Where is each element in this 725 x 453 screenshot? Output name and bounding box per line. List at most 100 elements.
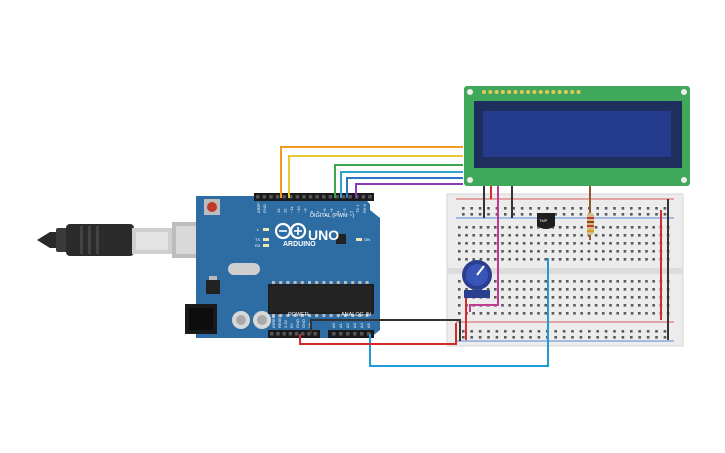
wire-light-blue[interactable] bbox=[369, 258, 549, 367]
pin-hole[interactable] bbox=[275, 195, 280, 199]
pin-hole[interactable] bbox=[294, 332, 299, 336]
pin-hole[interactable] bbox=[288, 332, 293, 336]
analog-pin-label: A5 bbox=[366, 322, 371, 328]
reset-label: RESET bbox=[277, 314, 282, 328]
wire-magenta[interactable] bbox=[469, 186, 499, 312]
analog-pin-label: A1 bbox=[338, 322, 343, 328]
wire-black-gnd[interactable] bbox=[310, 319, 461, 341]
wires bbox=[280, 146, 669, 367]
lcd-pin[interactable] bbox=[519, 90, 524, 94]
pin-hole[interactable] bbox=[289, 195, 293, 199]
pin-hole[interactable] bbox=[353, 332, 357, 336]
power-pin-holes bbox=[270, 332, 317, 336]
vin-label: Vin bbox=[307, 322, 312, 328]
board-name-label: UNO bbox=[308, 227, 339, 243]
pin-hole[interactable] bbox=[262, 195, 267, 199]
lcd-pin[interactable] bbox=[551, 90, 556, 94]
lcd-pin[interactable] bbox=[500, 90, 505, 94]
tx-label: TX bbox=[255, 237, 260, 242]
mount-hole bbox=[681, 177, 687, 183]
usb-cable[interactable] bbox=[37, 222, 208, 258]
pin-hole[interactable] bbox=[282, 195, 286, 199]
wire-yellow[interactable] bbox=[288, 155, 463, 198]
digital-header bbox=[254, 193, 374, 201]
digital-pin-label: RX 0 bbox=[362, 203, 367, 213]
digital-pin-label: 7 bbox=[316, 210, 321, 213]
wire-green[interactable] bbox=[334, 164, 463, 198]
lcd-pin[interactable] bbox=[545, 90, 549, 94]
pin-hole[interactable] bbox=[339, 332, 343, 336]
wire-red-power[interactable] bbox=[299, 323, 457, 345]
pin-hole[interactable] bbox=[270, 332, 274, 336]
power-label: POWER bbox=[288, 312, 309, 318]
tmp-sensor[interactable]: TMP bbox=[537, 213, 555, 229]
pin-hole[interactable] bbox=[302, 195, 306, 199]
digital-pin-label: 4 bbox=[335, 210, 340, 213]
pin-hole[interactable] bbox=[348, 195, 352, 199]
pin-hole[interactable] bbox=[368, 195, 372, 199]
gnd-label-2: GND bbox=[301, 319, 306, 328]
pin-hole[interactable] bbox=[269, 195, 273, 199]
pin-hole[interactable] bbox=[295, 195, 300, 199]
lcd-pin[interactable] bbox=[570, 90, 575, 94]
lcd-pin[interactable] bbox=[538, 90, 543, 94]
pin-hole[interactable] bbox=[341, 195, 346, 199]
lcd-pin[interactable] bbox=[563, 90, 568, 94]
lcd-pin[interactable] bbox=[494, 90, 499, 94]
mount-hole bbox=[681, 89, 687, 95]
pin-hole[interactable] bbox=[332, 332, 336, 336]
lcd-pin[interactable] bbox=[482, 90, 486, 94]
lcd-pin[interactable] bbox=[532, 90, 537, 94]
analog-pin-holes bbox=[332, 332, 371, 336]
analog-header bbox=[328, 330, 374, 338]
digital-pin-label: TX 1 bbox=[355, 204, 360, 213]
wire-purple[interactable] bbox=[355, 183, 463, 198]
lcd-pin[interactable] bbox=[513, 90, 518, 94]
lcd-pin[interactable] bbox=[488, 90, 493, 94]
gnd-label-1: GND bbox=[295, 319, 300, 328]
analog-label: ANALOG IN bbox=[341, 312, 371, 318]
pin-hole[interactable] bbox=[301, 332, 305, 336]
lcd-pins bbox=[482, 90, 581, 94]
pin-hole[interactable] bbox=[307, 332, 311, 336]
mount-hole bbox=[467, 89, 473, 95]
analog-pin-label: A2 bbox=[345, 322, 350, 328]
wire-orange[interactable] bbox=[280, 146, 463, 198]
wire-cyan[interactable] bbox=[340, 171, 463, 198]
potentiometer[interactable] bbox=[462, 260, 492, 298]
pin-hole[interactable] bbox=[322, 195, 326, 199]
lcd-pin[interactable] bbox=[557, 90, 562, 94]
pin-hole[interactable] bbox=[276, 332, 280, 336]
tmp-label: TMP bbox=[539, 218, 548, 223]
pin-hole[interactable] bbox=[346, 332, 350, 336]
pin-hole[interactable] bbox=[328, 195, 333, 199]
analog-pin-label: A0 bbox=[331, 322, 336, 328]
pin-hole[interactable] bbox=[367, 332, 371, 336]
digital-label: DIGITAL (PWM ~) bbox=[310, 213, 354, 219]
wire-blue[interactable] bbox=[346, 177, 463, 198]
lcd-pin[interactable] bbox=[526, 90, 531, 94]
on-label: ON bbox=[364, 237, 370, 242]
pin-hole[interactable] bbox=[256, 195, 260, 199]
pin-hole[interactable] bbox=[361, 195, 366, 199]
digital-pin-label: 2 bbox=[349, 210, 354, 213]
pin-hole[interactable] bbox=[335, 195, 339, 199]
lcd-pin[interactable] bbox=[576, 90, 581, 94]
usb-chip bbox=[336, 234, 346, 244]
analog-pin-label: A4 bbox=[359, 322, 364, 328]
reset-button[interactable] bbox=[207, 202, 217, 212]
pin-hole[interactable] bbox=[308, 195, 313, 199]
pin-hole[interactable] bbox=[282, 332, 286, 336]
pin-hole[interactable] bbox=[360, 332, 364, 336]
resistor[interactable] bbox=[587, 213, 594, 235]
lcd-pin[interactable] bbox=[507, 90, 512, 94]
lcd-16x2[interactable] bbox=[464, 86, 690, 186]
l-label: L bbox=[257, 227, 260, 232]
l-led bbox=[263, 228, 269, 231]
pin-hole[interactable] bbox=[315, 195, 319, 199]
tmp-sensor-body bbox=[537, 213, 555, 229]
pin-hole[interactable] bbox=[313, 332, 317, 336]
